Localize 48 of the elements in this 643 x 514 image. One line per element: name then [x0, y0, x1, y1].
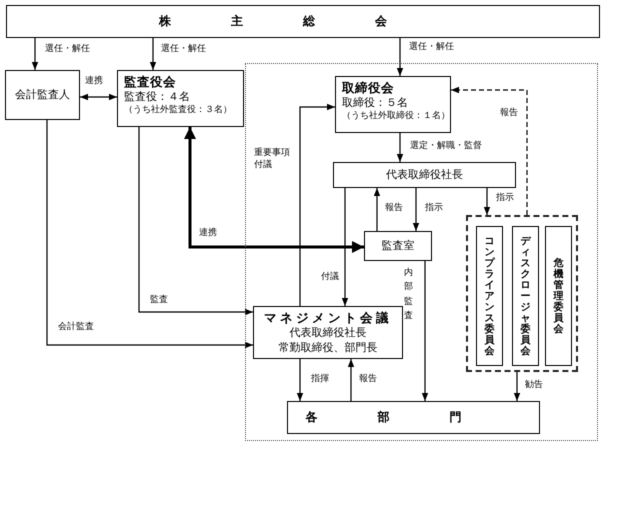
- org-box: [5, 70, 80, 120]
- arrow: [46, 120, 253, 348]
- arrow: [342, 188, 348, 306]
- box-text: 常勤取締役、部門長: [278, 340, 378, 355]
- org-box: [6, 5, 600, 38]
- box-text: 代表取締役社長: [290, 326, 366, 341]
- box-title: 株主総会: [159, 14, 447, 30]
- arrow: [184, 127, 364, 253]
- arrow: [80, 94, 117, 100]
- arrow: [374, 188, 380, 231]
- arrow: [138, 127, 253, 316]
- box-text: （うち社外監査役：３名）: [124, 104, 232, 116]
- dotted-region: [245, 63, 598, 441]
- arrow: [396, 133, 404, 162]
- arrow: [412, 188, 420, 231]
- box-text: （うち社外取締役：１名）: [342, 110, 450, 122]
- arrow: [396, 38, 404, 76]
- arrow: [299, 104, 335, 306]
- arrow: [348, 359, 354, 401]
- box-title: マネジメント会議: [264, 310, 392, 326]
- committee-box: [545, 226, 572, 366]
- box-title: 監査役会: [124, 74, 176, 90]
- committee-name: コンプライアンス委員会: [484, 236, 494, 356]
- committee-name: 危機管理委員会: [554, 258, 564, 334]
- committee-box: [512, 226, 539, 366]
- box-text: 取締役：５名: [342, 96, 408, 110]
- arrow: [422, 261, 428, 401]
- arrow: [296, 359, 304, 401]
- org-box: [364, 231, 432, 261]
- box-title: 取締役会: [342, 80, 394, 96]
- org-box: [287, 401, 540, 434]
- box-title: 代表取締役社長: [386, 168, 463, 182]
- box-title: 監査室: [382, 238, 414, 254]
- arrow: [484, 188, 490, 215]
- committee-name: ディスクロージャ委員会: [520, 236, 530, 356]
- box-text: 監査役：４名: [124, 90, 190, 104]
- box-title: 各部門: [306, 410, 522, 426]
- arrow: [150, 38, 156, 70]
- org-box: [335, 76, 451, 133]
- arrow: [451, 86, 528, 215]
- org-box: [117, 70, 244, 127]
- org-box: [253, 306, 403, 359]
- box-title: 会計監査人: [15, 88, 70, 102]
- org-box: [333, 162, 516, 188]
- committee-box: [476, 226, 503, 366]
- arrow: [514, 372, 520, 401]
- arrow: [32, 38, 38, 70]
- committee-group-frame: [466, 215, 578, 372]
